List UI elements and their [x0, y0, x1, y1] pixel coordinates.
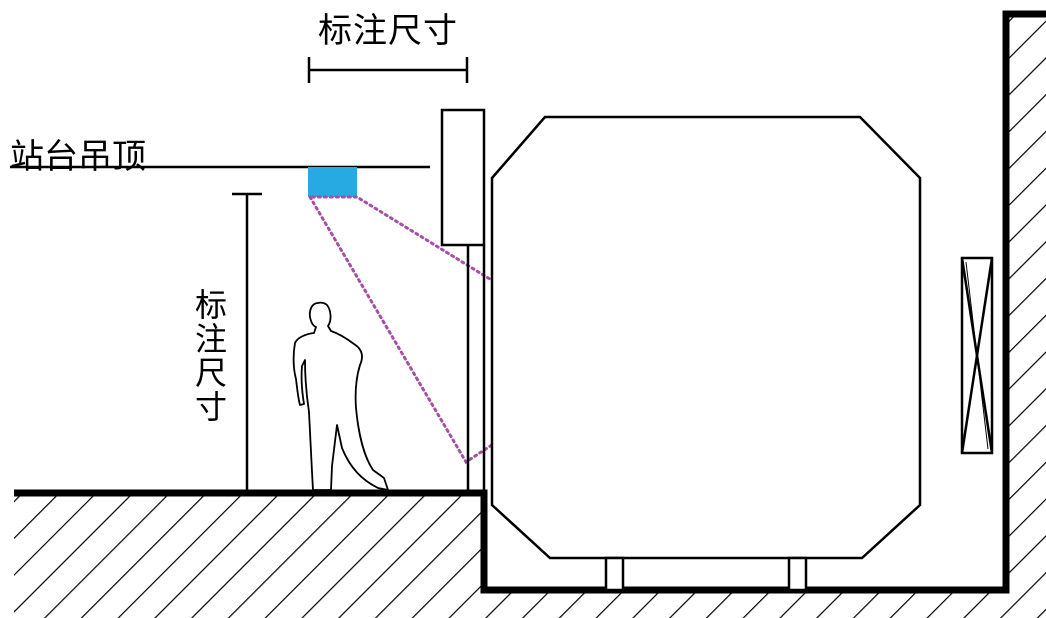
- wall-box-icon: [440, 108, 486, 247]
- vertical-dimension-line: [232, 192, 262, 493]
- train-car-outline: [490, 115, 922, 560]
- person-silhouette-icon: [292, 301, 389, 491]
- train-supports: [604, 556, 808, 592]
- box-support-posts: [466, 245, 486, 493]
- ceiling-device: [308, 167, 357, 197]
- top-dimension-label: 标注尺寸: [318, 11, 458, 51]
- top-dimension-line: [307, 57, 469, 83]
- ceiling-label: 站台吊顶: [10, 137, 146, 177]
- x-box-icon: [960, 256, 994, 455]
- ground-hatching: [14, 14, 1046, 618]
- platform-trackbed-outline: [14, 10, 1046, 594]
- vertical-dimension-label: 标注尺寸: [190, 288, 228, 424]
